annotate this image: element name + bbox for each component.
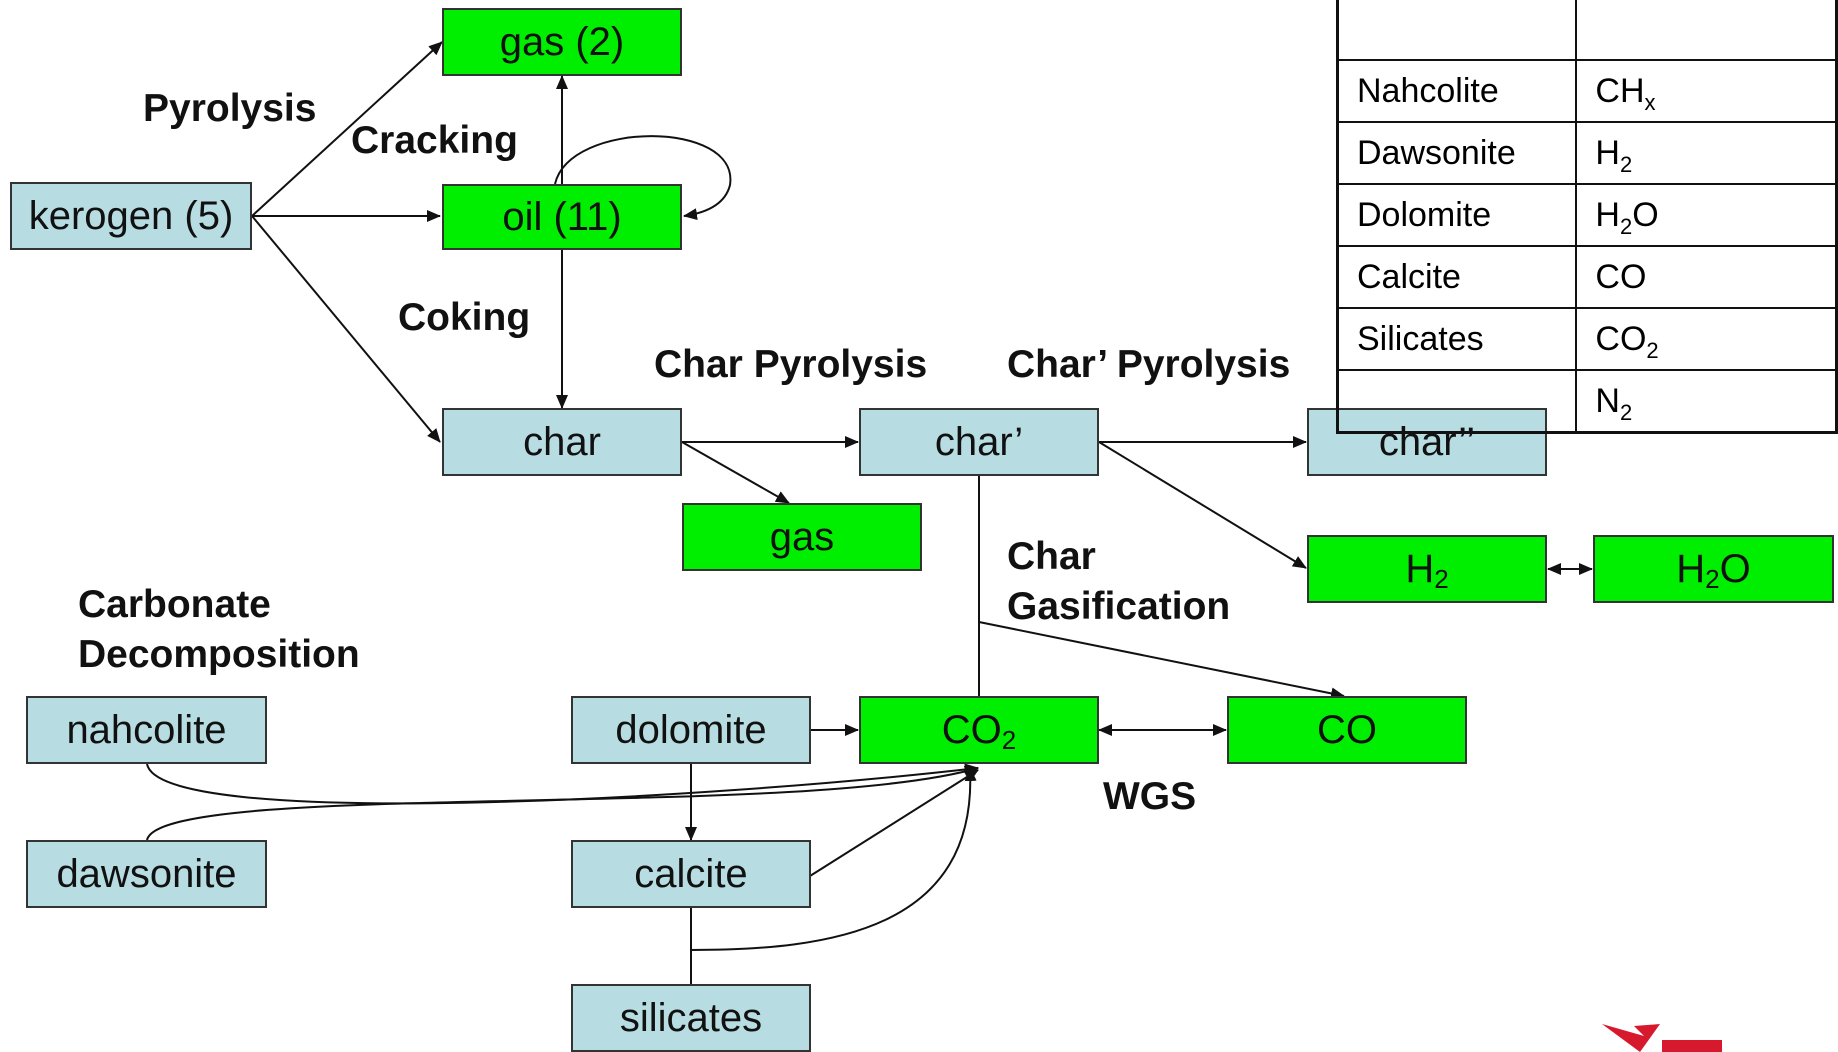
legend-gas: CO2 [1575, 307, 1838, 371]
legend-mineral [1336, 369, 1578, 434]
legend-gas: H2 [1575, 121, 1838, 185]
arrow-char-to-gas [681, 441, 790, 504]
curve-calcite-to-co2 [809, 769, 979, 877]
legend-gas [1575, 0, 1838, 61]
legend-gas: CHx [1575, 59, 1838, 123]
label-char-gasification: Char Gasification [1007, 535, 1231, 628]
legend-mineral: Silicates [1336, 307, 1578, 371]
node-nahcolite: nahcolite [26, 696, 267, 764]
label-char-pyrolysis: Char Pyrolysis [654, 343, 928, 386]
legend-gas: N2 [1575, 369, 1838, 434]
label-carbonate-decomposition: Carbonate Decomposition [78, 583, 360, 676]
label-wgs: WGS [1103, 775, 1197, 818]
legend-mineral: Nahcolite [1336, 59, 1578, 123]
legend-mineral [1336, 0, 1578, 61]
cracking-loop [554, 135, 732, 221]
company-logo-icon [1602, 1024, 1722, 1052]
curve-dawsonite-to-co2 [146, 765, 979, 841]
node-char-prime: char’ [859, 408, 1099, 476]
legend-mineral: Dolomite [1336, 183, 1578, 247]
node-silicates: silicates [571, 984, 811, 1052]
legend-row [1336, 0, 1838, 61]
node-co: CO [1227, 696, 1467, 764]
curve-nahcolite-to-co2 [146, 763, 979, 805]
legend-row: N2 [1336, 369, 1838, 434]
curve-silicates-to-co2 [690, 767, 977, 951]
arrow-kerogen-to-char [251, 215, 441, 443]
legend-gas: H2O [1575, 183, 1838, 247]
label-cracking: Cracking [351, 119, 518, 162]
legend-gas: CO [1575, 245, 1838, 309]
arrow-gasification-to-co [978, 621, 1345, 700]
node-oil: oil (11) [442, 184, 682, 250]
node-char: char [442, 408, 682, 476]
label-char-prime-pyrolysis: Char’ Pyrolysis [1007, 343, 1291, 386]
legend-mineral: Calcite [1336, 245, 1578, 309]
label-coking: Coking [398, 296, 531, 339]
legend-mineral: Dawsonite [1336, 121, 1578, 185]
label-pyrolysis: Pyrolysis [143, 87, 317, 130]
node-gas2: gas (2) [442, 8, 682, 76]
node-dawsonite: dawsonite [26, 840, 267, 908]
node-calcite: calcite [571, 840, 811, 908]
node-dolomite: dolomite [571, 696, 811, 764]
node-gas: gas [682, 503, 922, 571]
arrow-kerogen-to-gas2 [251, 41, 443, 217]
arrow-charprime-to-h2 [1098, 441, 1307, 569]
node-kerogen: kerogen (5) [10, 182, 252, 250]
